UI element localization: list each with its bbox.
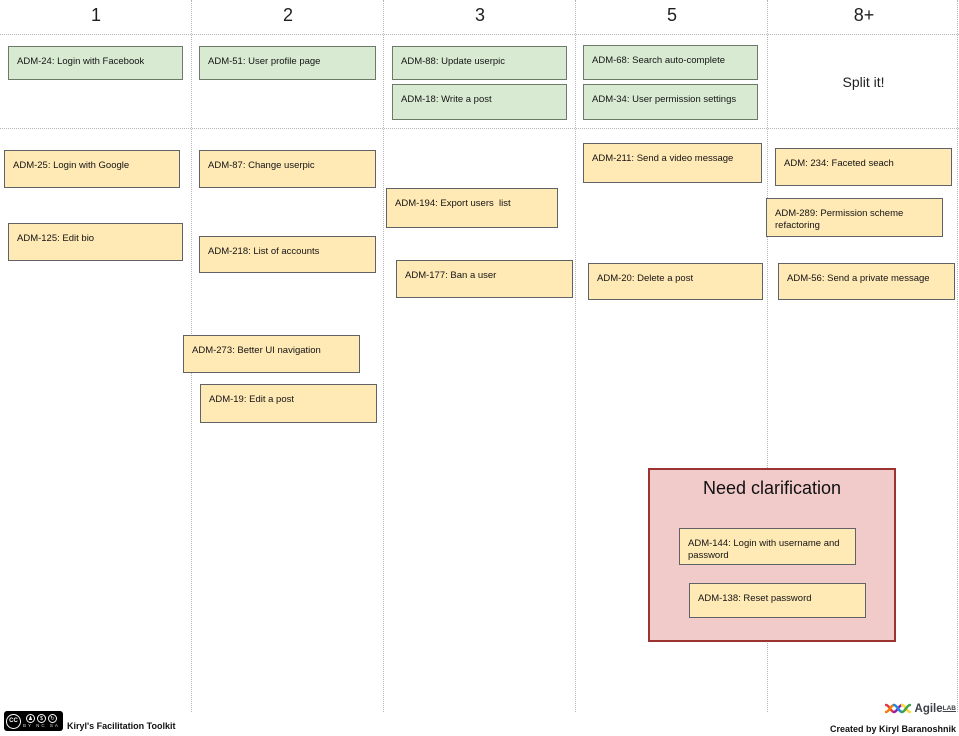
- card-adm-56[interactable]: ADM-56: Send a private message: [778, 263, 955, 300]
- column-divider: [957, 0, 958, 712]
- card-adm-289[interactable]: ADM-289: Permission scheme refactoring: [766, 198, 943, 237]
- row-divider: [0, 128, 959, 129]
- column-header-5: 5: [666, 5, 677, 25]
- card-adm-87[interactable]: ADM-87: Change userpic: [199, 150, 376, 188]
- card-adm-234[interactable]: ADM: 234: Faceted seach: [775, 148, 952, 186]
- split-it-note: Split it!: [842, 73, 885, 90]
- cc-sa-icon: ↻: [47, 714, 57, 723]
- column-header-8plus: 8+: [853, 5, 875, 25]
- card-adm-273[interactable]: ADM-273: Better UI navigation: [183, 335, 360, 373]
- card-adm-138[interactable]: ADM-138: Reset password: [689, 583, 866, 618]
- card-adm-20[interactable]: ADM-20: Delete a post: [588, 263, 763, 300]
- brand-sup-label: LAB: [942, 705, 956, 712]
- agilelab-mark-icon: [884, 703, 911, 714]
- toolkit-label: Kiryl's Facilitation Toolkit: [67, 721, 176, 731]
- credit-label: Created by Kiryl Baranoshnik: [829, 724, 956, 734]
- cc-terms-label: BY NC SA: [23, 723, 60, 728]
- card-adm-144[interactable]: ADM-144: Login with username and passwor…: [679, 528, 856, 565]
- card-adm-51[interactable]: ADM-51: User profile page: [199, 46, 376, 80]
- row-divider: [0, 34, 959, 35]
- card-adm-125[interactable]: ADM-125: Edit bio: [8, 223, 183, 261]
- column-divider: [383, 0, 384, 712]
- column-header-3: 3: [474, 5, 485, 25]
- cc-by-icon: ♟: [25, 714, 35, 723]
- card-adm-24[interactable]: ADM-24: Login with Facebook: [8, 46, 183, 80]
- card-adm-211[interactable]: ADM-211: Send a video message: [583, 143, 762, 183]
- card-adm-25[interactable]: ADM-25: Login with Google: [4, 150, 180, 188]
- card-adm-18[interactable]: ADM-18: Write a post: [392, 84, 567, 120]
- column-header-2: 2: [282, 5, 293, 25]
- card-adm-194[interactable]: ADM-194: Export users list: [386, 188, 558, 228]
- need-clarification-title: Need clarification: [702, 478, 842, 498]
- card-adm-34[interactable]: ADM-34: User permission settings: [583, 84, 758, 120]
- card-adm-88[interactable]: ADM-88: Update userpic: [392, 46, 567, 80]
- column-header-1: 1: [90, 5, 101, 25]
- cc-logo-icon: CC: [6, 713, 21, 729]
- column-divider: [575, 0, 576, 712]
- column-divider: [767, 0, 768, 712]
- card-adm-19[interactable]: ADM-19: Edit a post: [200, 384, 377, 423]
- brand-name: Agile: [914, 702, 943, 715]
- card-adm-177[interactable]: ADM-177: Ban a user: [396, 260, 573, 298]
- cc-nc-icon: $: [36, 714, 46, 723]
- card-adm-218[interactable]: ADM-218: List of accounts: [199, 236, 376, 273]
- card-adm-68[interactable]: ADM-68: Search auto-complete: [583, 45, 758, 80]
- cc-by-nc-sa-badge: CC ♟ $ ↻ BY NC SA: [4, 711, 63, 731]
